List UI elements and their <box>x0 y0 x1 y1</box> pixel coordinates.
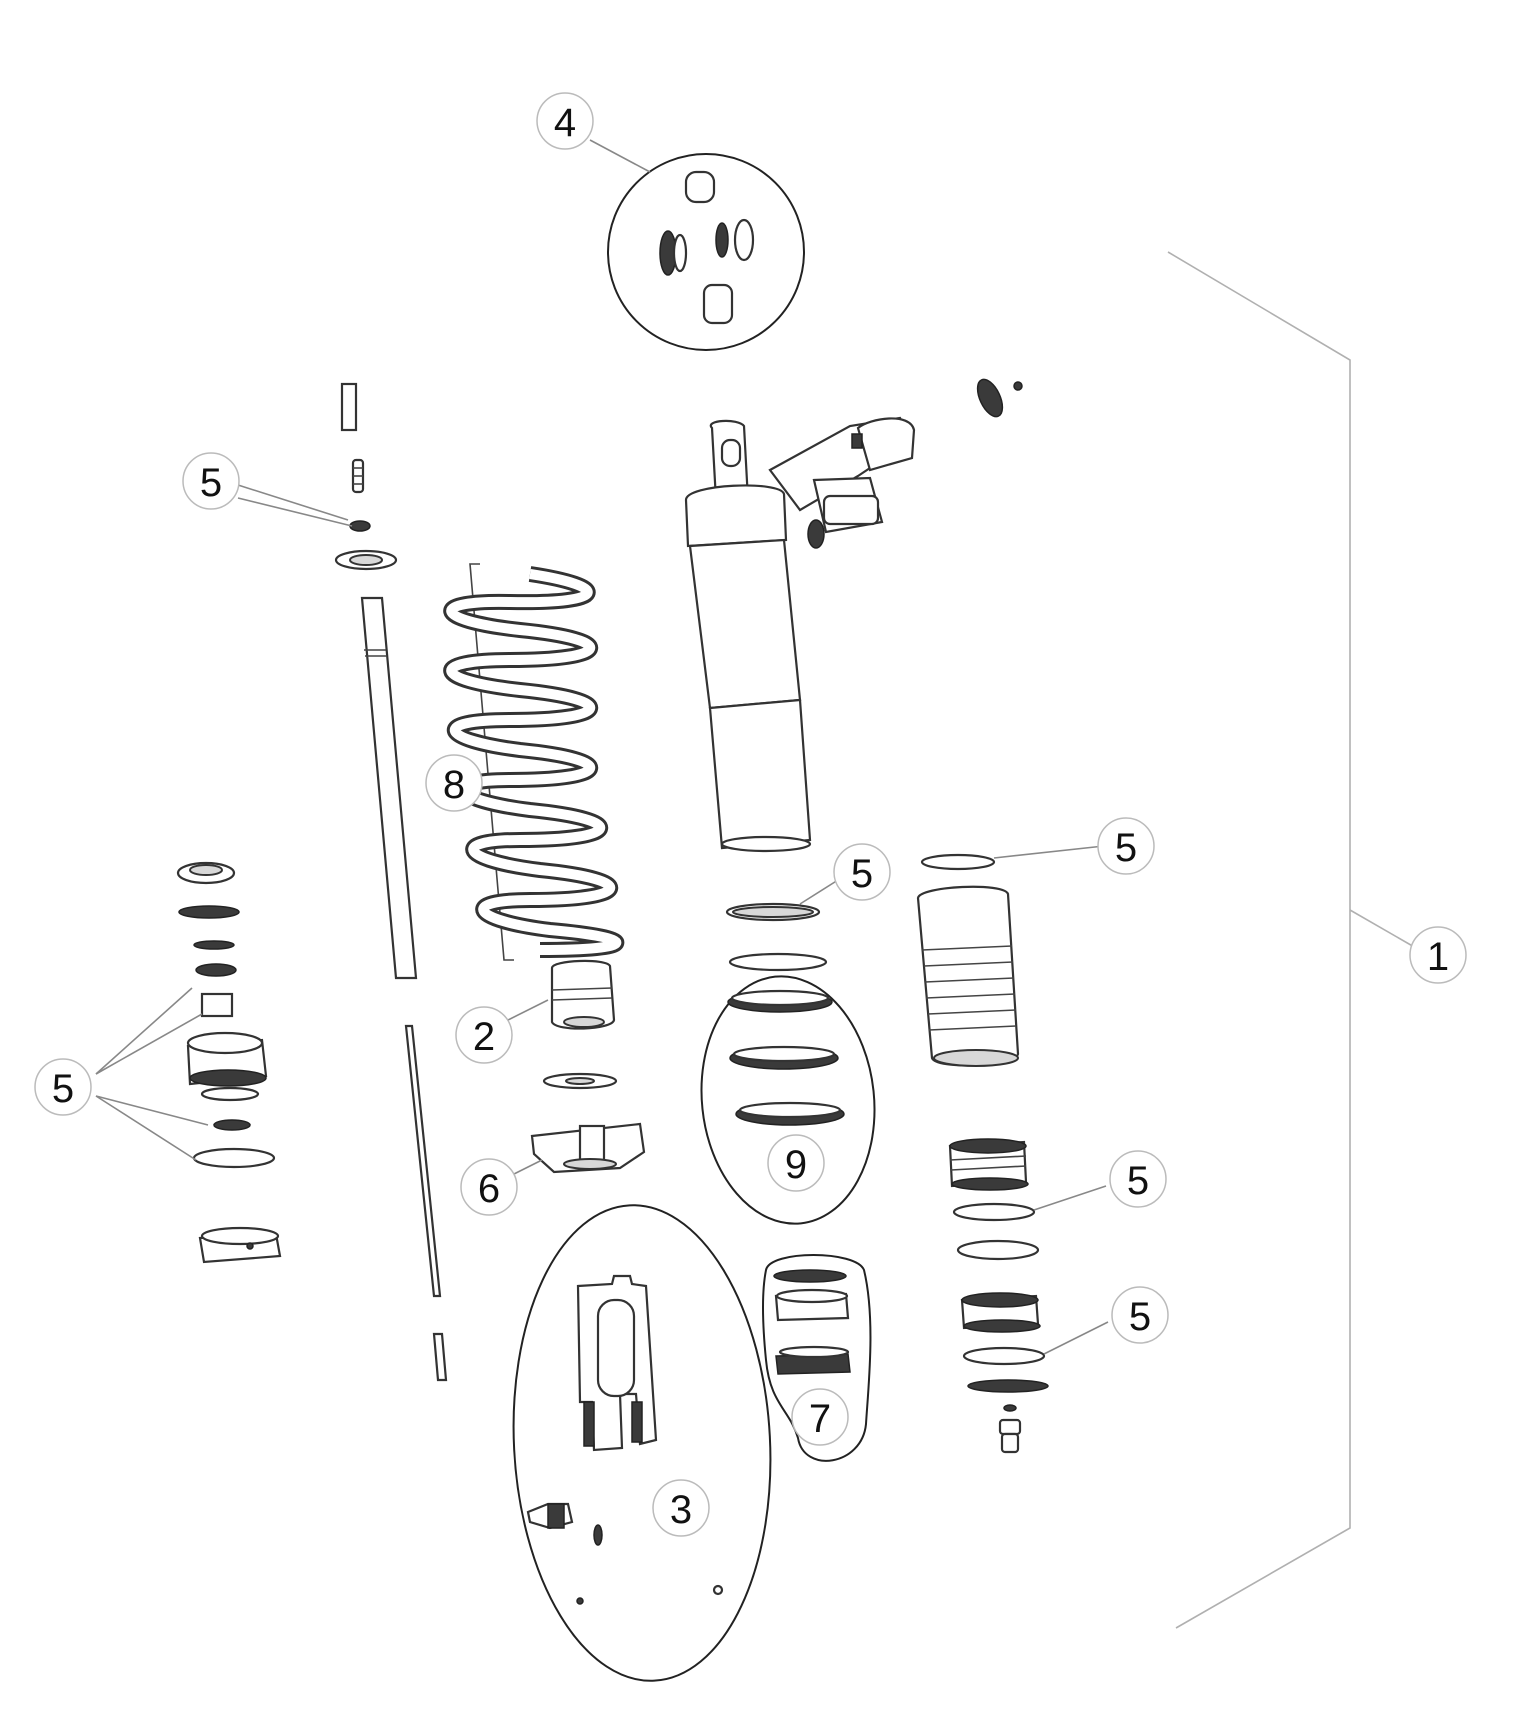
callout-9: 9 <box>767 1134 825 1192</box>
callout-5-reservoir-top: 5 <box>1097 817 1155 875</box>
callout-5d-label: 5 <box>1115 826 1137 870</box>
piston-valve-stack <box>176 861 282 1264</box>
callout-5-shaft: 5 <box>182 452 240 510</box>
callout-8-label: 8 <box>443 763 465 807</box>
callout-5-reservoir-bottom: 5 <box>1111 1286 1169 1344</box>
o-rings-center <box>725 902 828 972</box>
assembly-bracket <box>1167 251 1417 1629</box>
callout-5f-label: 5 <box>1129 1295 1151 1339</box>
callout-2-label: 2 <box>473 1015 495 1059</box>
callout-6-label: 6 <box>478 1167 500 1211</box>
base-valve-group <box>762 1254 872 1462</box>
reservoir-piston-stack <box>948 1138 1049 1454</box>
callout-5c-label: 5 <box>851 852 873 896</box>
leader-lines <box>95 484 1109 1355</box>
callout-5e-label: 5 <box>1127 1159 1149 1203</box>
callout-3-label: 3 <box>670 1488 692 1532</box>
callout-9-label: 9 <box>785 1143 807 1187</box>
bump-stop <box>542 959 618 1090</box>
reservoir-cylinder <box>916 853 1020 1067</box>
callout-6: 6 <box>460 1158 518 1216</box>
callout-5-piston: 5 <box>34 1058 92 1116</box>
callout-4: 4 <box>536 92 594 150</box>
shim-stack-group <box>700 975 876 1225</box>
damper-body <box>684 378 1023 853</box>
callout-1: 1 <box>1409 926 1467 984</box>
callout-5-reservoir-mid: 5 <box>1109 1150 1167 1208</box>
spring-cup <box>530 1122 646 1174</box>
lower-eyelet-group <box>512 1204 772 1682</box>
callout-5a-label: 5 <box>200 461 222 505</box>
shaft-assembly <box>334 382 448 1382</box>
coil-spring <box>443 563 625 961</box>
callout-8: 8 <box>425 754 483 812</box>
callout-1-label: 1 <box>1427 935 1449 979</box>
callout-7-label: 7 <box>809 1397 831 1441</box>
seal-kit-group <box>589 139 805 351</box>
callout-4-label: 4 <box>554 101 576 145</box>
callout-2: 2 <box>455 1006 513 1064</box>
callout-7: 7 <box>791 1388 849 1446</box>
callout-5b-label: 5 <box>52 1067 74 1111</box>
callout-3: 3 <box>652 1479 710 1537</box>
callout-5-center: 5 <box>833 843 891 901</box>
